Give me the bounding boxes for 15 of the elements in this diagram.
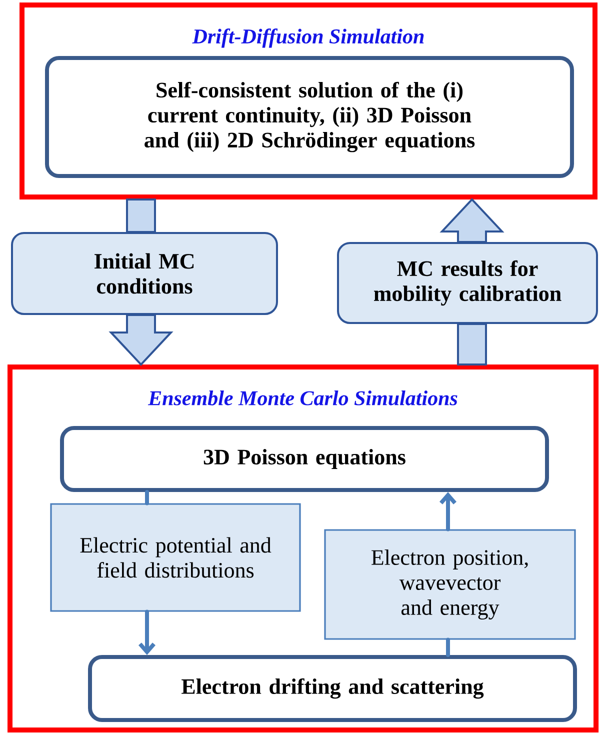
transfer-box: Initial MC conditions: [11, 232, 278, 315]
equation-box: Electron drifting and scattering: [88, 655, 577, 722]
connector-line: [145, 490, 149, 506]
equation-box: Self-consistent solution of the (i) current continuity, (ii) 3D Poisson and (iii) 2D Schrödinger equations: [45, 56, 574, 178]
data-box: Electron position, wavevector and energy: [324, 529, 576, 640]
block-arrow: [126, 198, 156, 233]
block-arrow: [440, 198, 504, 243]
connector-line: [446, 638, 450, 657]
arrow: [138, 610, 156, 655]
equation-box: 3D Poisson equations: [60, 426, 549, 492]
arrow: [440, 492, 456, 532]
block-arrow: [457, 323, 487, 366]
data-box: Electric potential and field distributions: [50, 503, 301, 612]
block-arrow: [108, 314, 174, 366]
transfer-box: MC results for mobility calibration: [337, 242, 598, 324]
